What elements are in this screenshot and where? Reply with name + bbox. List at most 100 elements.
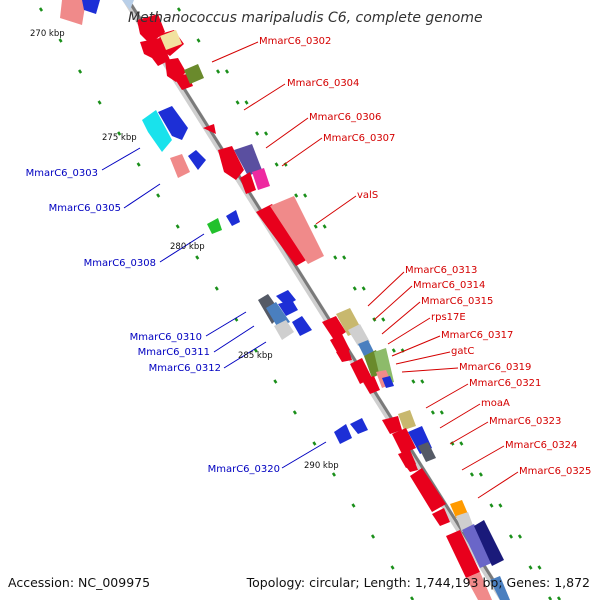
guide-dash — [196, 38, 201, 43]
guide-dash — [430, 410, 435, 415]
gene-label[interactable]: MmarC6_0320 — [208, 464, 280, 475]
guide-dash — [312, 441, 317, 446]
guide-dash — [352, 286, 357, 291]
gene-label[interactable]: MmarC6_0312 — [149, 363, 221, 374]
gene-feature — [490, 576, 510, 600]
guide-dash — [390, 565, 395, 570]
guide-dash — [342, 255, 347, 260]
guide-dash — [97, 100, 102, 105]
guide-dash — [38, 7, 44, 12]
guide-dash — [156, 193, 161, 198]
guide-dash — [78, 69, 83, 74]
gene-feature — [392, 428, 416, 454]
leader-line — [281, 441, 327, 469]
gene-feature — [466, 572, 492, 600]
gene-label[interactable]: MmarC6_0303 — [26, 168, 98, 179]
guide-dash — [264, 131, 269, 136]
gene-feature — [418, 442, 436, 462]
gene-label[interactable]: MmarC6_0314 — [413, 280, 485, 291]
gene-feature — [410, 468, 446, 512]
leader-line — [477, 471, 519, 499]
gene-label[interactable]: MmarC6_0306 — [309, 112, 381, 123]
tick-label-270: 270 kbp — [30, 29, 65, 39]
gene-feature — [336, 348, 352, 362]
gene-feature — [404, 460, 418, 472]
gene-label[interactable]: MmarC6_0324 — [505, 440, 577, 451]
leader-line — [205, 311, 247, 337]
guide-dash — [478, 472, 483, 477]
reverse-gene-labels: MmarC6_0303 MmarC6_0305 MmarC6_0308 Mmar… — [26, 168, 280, 475]
gene-feature — [188, 150, 206, 170]
guide-dash — [411, 379, 416, 384]
guide-dash — [274, 162, 279, 167]
gene-label[interactable]: MmarC6_0305 — [49, 203, 121, 214]
guide-dash — [370, 534, 376, 539]
guide-dash — [322, 224, 327, 229]
gene-label[interactable]: moaA — [481, 398, 510, 409]
gene-label[interactable]: MmarC6_0319 — [459, 362, 531, 373]
gene-feature — [82, 0, 100, 14]
gene-feature — [184, 64, 204, 84]
map-title: Methanococcus maripaludis C6, complete g… — [128, 10, 483, 26]
leader-line — [123, 183, 161, 209]
guide-dash — [381, 317, 386, 322]
accession-text: Accession: NC_009975 — [8, 575, 151, 590]
gene-label[interactable]: valS — [357, 190, 378, 201]
gene-label[interactable]: MmarC6_0323 — [489, 416, 561, 427]
guide-dash — [244, 100, 249, 105]
guide-dash — [351, 503, 356, 508]
guide-dash — [391, 348, 396, 353]
leader-line — [243, 83, 286, 111]
guide-dash — [528, 565, 533, 570]
kbp-tick-labels: 270 kbp 275 kbp 280 kbp 285 kbp 290 kbp — [30, 29, 339, 471]
gene-label[interactable]: MmarC6_0302 — [259, 36, 331, 47]
guide-dash — [175, 224, 180, 229]
gene-label[interactable]: rps17E — [431, 312, 466, 323]
leader-line — [211, 41, 259, 63]
gene-label[interactable]: MmarC6_0304 — [287, 78, 359, 89]
gene-feature — [334, 424, 352, 444]
gene-label[interactable]: MmarC6_0315 — [421, 296, 493, 307]
guide-dash — [195, 255, 200, 260]
tick-label-280: 280 kbp — [170, 242, 205, 252]
guide-dash — [224, 69, 230, 74]
gene-label[interactable]: gatC — [451, 346, 474, 357]
leader-line — [439, 403, 481, 429]
guide-dash — [439, 410, 444, 415]
gene-feature — [256, 204, 310, 266]
leader-line — [373, 285, 413, 321]
guide-dash — [273, 379, 278, 384]
label-leader-lines — [101, 41, 519, 499]
gene-feature — [348, 324, 370, 346]
gene-label[interactable]: MmarC6_0308 — [84, 258, 156, 269]
guide-dash — [216, 69, 221, 74]
guide-dash — [469, 472, 474, 477]
gene-label[interactable]: MmarC6_0307 — [323, 133, 395, 144]
gene-feature — [122, 0, 134, 10]
gene-label[interactable]: MmarC6_0325 — [519, 466, 591, 477]
gene-label[interactable]: MmarC6_0311 — [138, 347, 210, 358]
gene-features — [60, 0, 510, 600]
gene-label[interactable]: MmarC6_0313 — [405, 265, 477, 276]
gene-feature — [382, 376, 394, 388]
gene-label[interactable]: MmarC6_0310 — [130, 332, 202, 343]
guide-dash — [313, 224, 318, 229]
gene-feature — [203, 124, 216, 134]
guide-dash — [489, 503, 494, 508]
gene-feature — [270, 196, 324, 264]
guide-dash — [294, 193, 299, 198]
guide-dash — [117, 131, 122, 136]
guide-dashes — [38, 7, 562, 601]
guide-dash — [517, 534, 522, 539]
leader-line — [159, 233, 205, 263]
gene-feature — [252, 168, 270, 190]
gene-feature — [322, 316, 346, 340]
guide-dash — [303, 193, 308, 198]
leader-line — [425, 383, 469, 409]
gene-label[interactable]: MmarC6_0321 — [469, 378, 541, 389]
gene-feature — [474, 520, 504, 566]
leader-line — [213, 325, 255, 353]
gene-label[interactable]: MmarC6_0317 — [441, 330, 513, 341]
